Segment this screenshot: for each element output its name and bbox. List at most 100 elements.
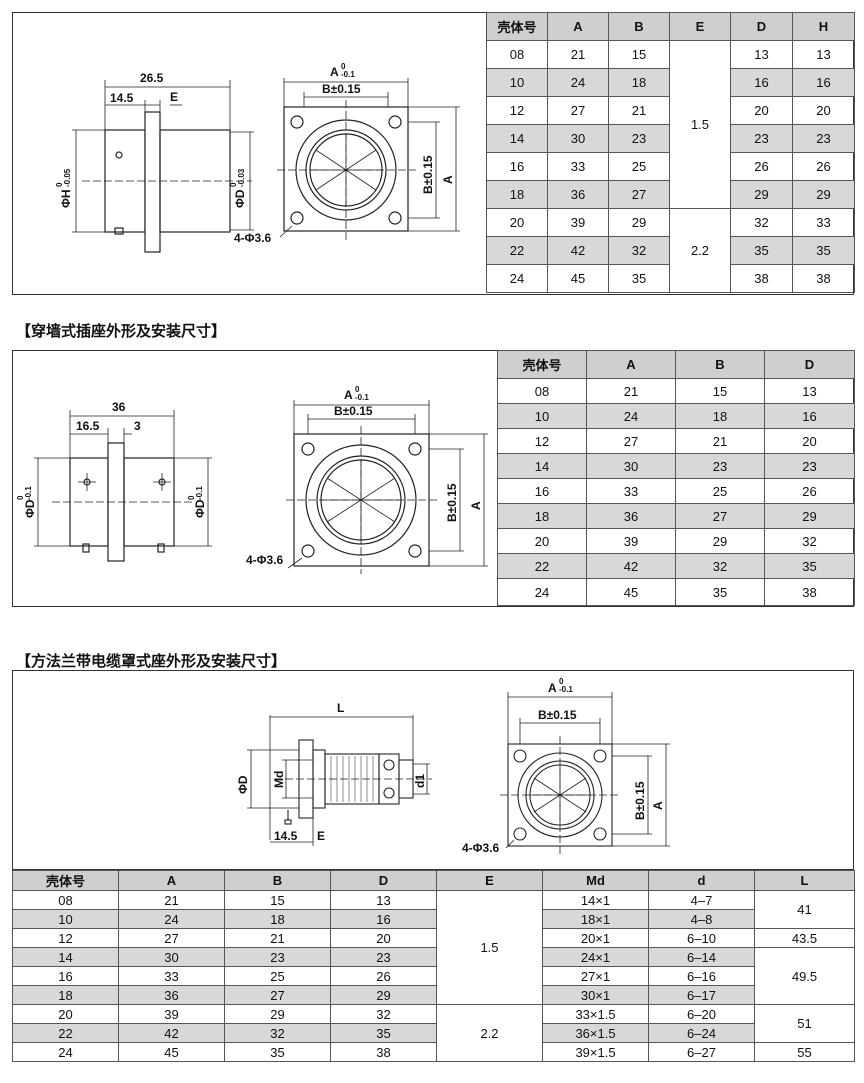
t3-header: d xyxy=(648,870,755,891)
drawing-3: L ΦD Md d1 14.5 E A 0 -0.1 B±0.15 xyxy=(236,677,670,855)
t3-cell: 39×1.5 xyxy=(542,1042,649,1062)
t2-cell: 32 xyxy=(675,553,765,579)
t1-cell: 21 xyxy=(547,40,609,69)
t3-cell: 32 xyxy=(330,1004,437,1024)
t2-cell: 27 xyxy=(586,428,676,454)
t3-cell: 18 xyxy=(12,985,119,1005)
front-b-vert: B±0.15 xyxy=(421,155,435,194)
t1-cell: 42 xyxy=(547,236,609,265)
t2-cell: 22 xyxy=(497,553,587,579)
t3-l-merged: 49.5 xyxy=(754,947,855,1005)
t3-l-cell: 43.5 xyxy=(754,928,855,948)
t1-cell: 22 xyxy=(486,236,548,265)
t1-cell: 30 xyxy=(547,124,609,153)
t3-cell: 29 xyxy=(224,1004,331,1024)
t3-cell: 6–10 xyxy=(648,928,755,948)
t2-cell: 42 xyxy=(586,553,676,579)
dim-part: 14.5 xyxy=(110,91,134,105)
t1-cell: 25 xyxy=(608,152,670,181)
t1-cell: 08 xyxy=(486,40,548,69)
t2-cell: 36 xyxy=(586,503,676,529)
t1-cell: 12 xyxy=(486,96,548,125)
t3-cell: 6–24 xyxy=(648,1023,755,1043)
dim-d-tol: -0.03 xyxy=(237,168,246,187)
t2-cell: 30 xyxy=(586,453,676,479)
t1-header: A xyxy=(547,12,609,41)
t2-cell: 15 xyxy=(675,378,765,404)
t3-cell: 6–20 xyxy=(648,1004,755,1024)
t3-cell: 21 xyxy=(118,890,225,910)
t3-e-merged: 1.5 xyxy=(436,890,543,1005)
t3-cell: 14×1 xyxy=(542,890,649,910)
d2-d-right: ΦD xyxy=(193,499,207,518)
d2-d-left-zero: 0 xyxy=(16,495,25,500)
t3-cell: 6–14 xyxy=(648,947,755,967)
dim-d: ΦD xyxy=(233,189,247,208)
t3-cell: 20 xyxy=(12,1004,119,1024)
d2-front-holes: 4-Φ3.6 xyxy=(246,553,284,567)
t1-cell: 38 xyxy=(792,264,855,293)
t1-cell: 14 xyxy=(486,124,548,153)
d3-front-a-vert: A xyxy=(651,801,665,810)
t3-cell: 35 xyxy=(330,1023,437,1043)
t2-cell: 27 xyxy=(675,503,765,529)
d3-d1: d1 xyxy=(413,774,427,788)
t1-cell: 16 xyxy=(730,68,793,97)
t1-cell: 29 xyxy=(792,180,855,209)
t1-cell: 10 xyxy=(486,68,548,97)
t3-cell: 18 xyxy=(224,909,331,929)
t2-cell: 18 xyxy=(497,503,587,529)
t2-cell: 13 xyxy=(764,378,855,404)
t2-cell: 35 xyxy=(764,553,855,579)
t1-cell: 13 xyxy=(730,40,793,69)
d2-d-right-tol: -0.1 xyxy=(195,486,204,500)
t1-cell: 33 xyxy=(792,208,855,237)
t1-cell: 33 xyxy=(547,152,609,181)
d3-front-b-vert: B±0.15 xyxy=(633,781,647,820)
t3-cell: 12 xyxy=(12,928,119,948)
t3-cell: 16 xyxy=(12,966,119,986)
t2-cell: 25 xyxy=(675,478,765,504)
front-a-zero: 0 xyxy=(341,62,346,71)
t2-cell: 26 xyxy=(764,478,855,504)
t1-cell: 45 xyxy=(547,264,609,293)
t1-cell: 38 xyxy=(730,264,793,293)
t2-cell: 10 xyxy=(497,403,587,429)
t3-cell: 24 xyxy=(118,909,225,929)
d2-d-left-tol: -0.1 xyxy=(24,486,33,500)
d3-front-a-tol: -0.1 xyxy=(559,685,573,694)
t3-header: E xyxy=(436,870,543,891)
t1-cell: 36 xyxy=(547,180,609,209)
t3-cell: 10 xyxy=(12,909,119,929)
front-a-vert: A xyxy=(441,175,455,184)
d2-front-b: B±0.15 xyxy=(334,404,373,418)
t1-cell: 32 xyxy=(608,236,670,265)
t3-cell: 30 xyxy=(118,947,225,967)
t3-cell: 4–7 xyxy=(648,890,755,910)
t2-cell: 16 xyxy=(764,403,855,429)
t2-cell: 16 xyxy=(497,478,587,504)
t3-cell: 21 xyxy=(224,928,331,948)
t1-cell: 21 xyxy=(608,96,670,125)
t2-cell: 33 xyxy=(586,478,676,504)
front-a-tol: -0.1 xyxy=(341,70,355,79)
d3-front-a-zero: 0 xyxy=(559,677,564,686)
t3-cell: 26 xyxy=(330,966,437,986)
t2-cell: 29 xyxy=(675,528,765,554)
t2-header: 壳体号 xyxy=(497,350,587,379)
t2-cell: 08 xyxy=(497,378,587,404)
t2-cell: 24 xyxy=(586,403,676,429)
